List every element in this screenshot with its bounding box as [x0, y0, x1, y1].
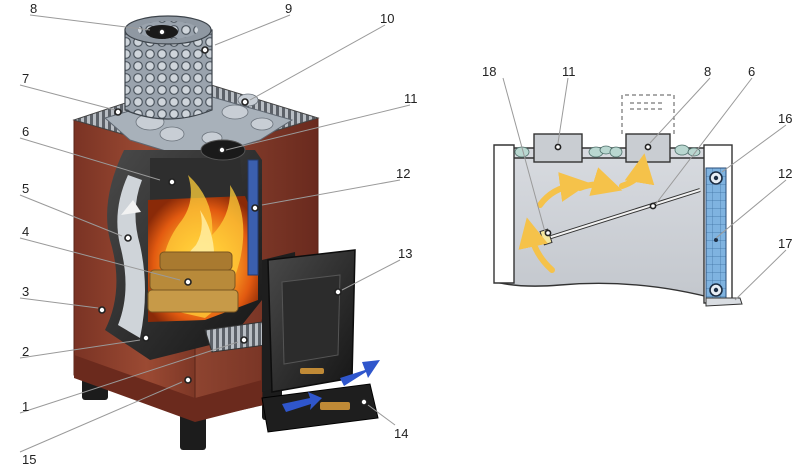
- callout-12: 12: [396, 166, 410, 181]
- callouts-left: 8 9 10 7 11 6 12 5 4 13 3 2 1 14 15: [22, 1, 418, 467]
- section-water-tank: [705, 167, 727, 299]
- cross-section-schematic: [493, 94, 743, 307]
- firewood: [147, 251, 239, 313]
- mesh-cylinder: [124, 29, 213, 120]
- section-chamber: [499, 147, 721, 301]
- callout-4: 4: [22, 224, 29, 239]
- stone-shapes: [135, 93, 274, 145]
- callout-6: 6: [22, 124, 29, 139]
- callout-11: 11: [404, 91, 418, 106]
- stove-illustration: [72, 15, 380, 450]
- callout-10: 10: [380, 11, 394, 26]
- callout-14: 14: [394, 426, 408, 441]
- callout-2: 2: [22, 344, 29, 359]
- callout-5: 5: [22, 181, 29, 196]
- pipe-extension-dashed: [621, 94, 675, 134]
- air-inlet-arrow: [282, 392, 322, 412]
- callout-16: 16: [778, 111, 792, 126]
- callout-15: 15: [22, 452, 36, 467]
- callout-12-schematic: 12: [778, 166, 792, 181]
- callout-11-schematic: 11: [562, 64, 576, 79]
- section-stones: [514, 144, 701, 158]
- callout-8: 8: [30, 1, 37, 16]
- callout-17: 17: [778, 236, 792, 251]
- callout-1: 1: [22, 399, 29, 414]
- leader-lines-right: [502, 77, 787, 301]
- callout-7: 7: [22, 71, 29, 86]
- leader-lines-left: [19, 14, 411, 453]
- callout-3: 3: [22, 284, 29, 299]
- callout-13: 13: [398, 246, 412, 261]
- section-left-wall: [493, 144, 515, 284]
- water-tank-panel: [247, 159, 259, 276]
- section-drain-tap: [705, 297, 743, 307]
- callout-9: 9: [285, 1, 292, 16]
- air-inlet-arrow: [340, 360, 380, 386]
- hot-air-flow-arrows: [518, 153, 655, 273]
- callout-18: 18: [482, 64, 496, 79]
- callout-6-schematic: 6: [748, 64, 755, 79]
- callouts-right: 18 11 8 6 16 12 17: [482, 64, 792, 251]
- callout-8-schematic: 8: [704, 64, 711, 79]
